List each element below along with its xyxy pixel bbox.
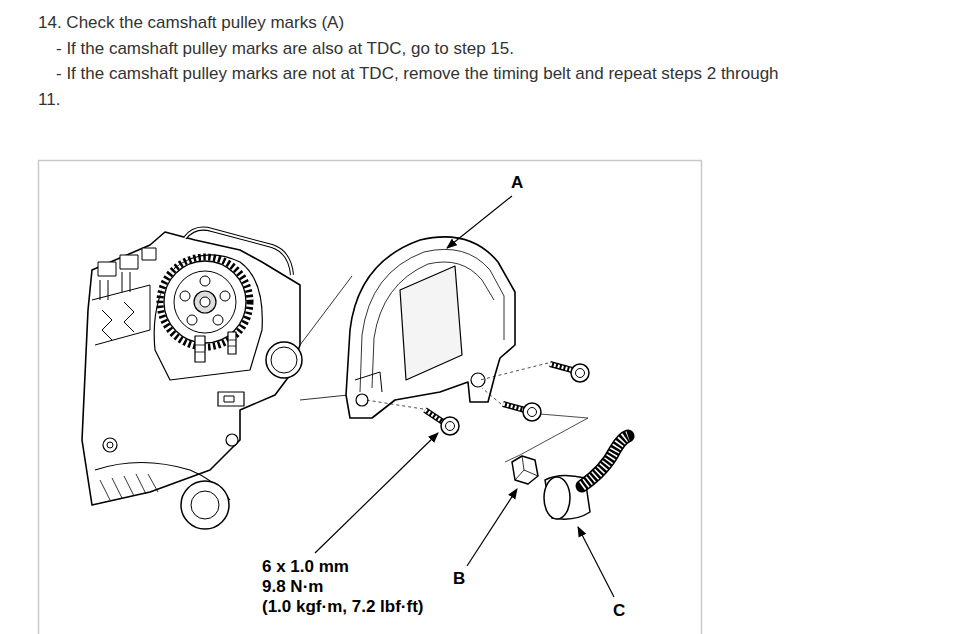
torque-spec: 6 x 1.0 mm <box>262 557 349 577</box>
step-heading: 14. Check the camshaft pulley marks (A) <box>38 10 344 36</box>
torque-spec: 9.8 N·m <box>262 577 323 597</box>
figure-frame <box>39 161 702 634</box>
leader-lines <box>315 196 614 597</box>
step-note: - If the camshaft pulley marks are also … <box>56 36 514 62</box>
timing-belt-cover <box>346 237 515 418</box>
step-note: - If the camshaft pulley marks are not a… <box>38 61 783 113</box>
bolts <box>366 363 589 462</box>
callout-letter: B <box>453 569 465 589</box>
torque-spec: (1.0 kgf·m, 7.2 lbf·ft) <box>262 597 424 617</box>
callout-letter: C <box>613 601 625 621</box>
engine-drawing <box>82 229 352 529</box>
callout-letter: A <box>511 173 523 193</box>
sensor-and-connector <box>512 436 628 519</box>
